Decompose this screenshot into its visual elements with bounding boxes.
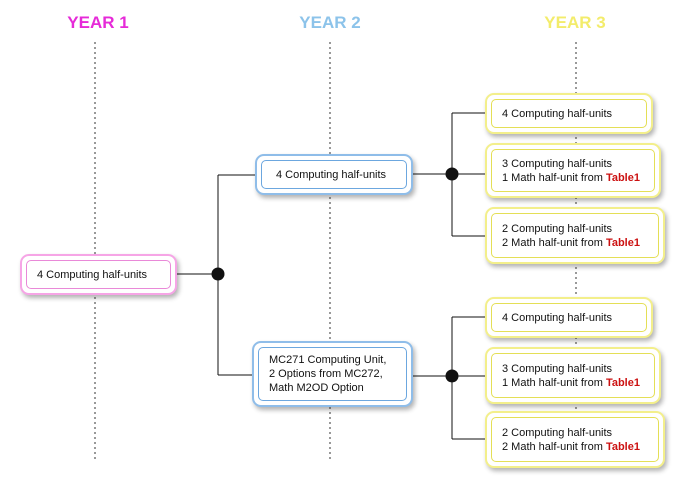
year-3-top-box-3: 2 Computing half-units 2 Math half-unit … — [485, 207, 665, 264]
year-3-bottom-box-3: 2 Computing half-units 2 Math half-unit … — [485, 411, 665, 468]
year-3-bottom-box-2-table-ref: Table1 — [605, 376, 640, 389]
year-2-top-box: 4 Computing half-units — [255, 154, 413, 195]
year-1-header: YEAR 1 — [67, 13, 129, 32]
year-3-header: YEAR 3 — [544, 13, 606, 32]
year-3-bottom-box-2-line-2: 1 Math half-unit from Table1 — [502, 376, 644, 390]
year-3-bottom-box-1-line-1: 4 Computing half-units — [502, 311, 613, 324]
year-2-top-box-line: 4 Computing half-units — [276, 168, 387, 181]
year-3-top-box-1: 4 Computing half-units — [485, 93, 653, 134]
year-1-box-line: 4 Computing half-units — [37, 268, 148, 281]
year-3-bottom-box-1: 4 Computing half-units — [485, 297, 653, 338]
year-3-bottom-box-3-table-ref: Table1 — [605, 440, 640, 453]
year-3-top-box-2-table-ref: Table1 — [605, 171, 640, 184]
year-2-bottom-box: MC271 Computing Unit, 2 Options from MC2… — [252, 341, 413, 407]
year-3-bottom-box-3-line-1: 2 Computing half-units — [502, 426, 613, 439]
year-3-top-box-3-line-2-text: 2 Math half-unit from — [502, 236, 606, 249]
year-3-bottom-box-2-line-1: 3 Computing half-units — [502, 362, 613, 375]
year-2-bottom-box-line-2: 2 Options from MC272, — [269, 368, 383, 380]
year-3-top-box-1-line-1: 4 Computing half-units — [502, 107, 613, 120]
year-3-top-box-3-line-2: 2 Math half-unit from Table1 — [502, 236, 648, 250]
year-1-box: 4 Computing half-units — [20, 254, 177, 295]
junction-dot-y2-top — [445, 167, 459, 181]
year-3-top-box-2: 3 Computing half-units 1 Math half-unit … — [485, 143, 661, 198]
junction-dot-y2-bottom — [445, 369, 459, 383]
year-3-top-box-2-line-2-text: 1 Math half-unit from — [502, 171, 606, 184]
year-3-top-box-2-line-1: 3 Computing half-units — [502, 157, 613, 170]
year-3-bottom-box-3-line-2: 2 Math half-unit from Table1 — [502, 440, 648, 454]
year-3-bottom-box-2: 3 Computing half-units 1 Math half-unit … — [485, 347, 661, 404]
year-2-bottom-box-line-1: MC271 Computing Unit, — [269, 354, 387, 366]
year-3-top-box-3-line-1: 2 Computing half-units — [502, 222, 613, 235]
year-3-bottom-box-2-line-2-text: 1 Math half-unit from — [502, 376, 606, 389]
year-3-bottom-box-3-line-2-text: 2 Math half-unit from — [502, 440, 606, 453]
year-3-top-box-3-table-ref: Table1 — [605, 236, 640, 249]
year-2-bottom-box-line-3: Math M2OD Option — [269, 382, 364, 394]
junction-dot-y1 — [211, 267, 225, 281]
year-2-header: YEAR 2 — [299, 13, 361, 32]
year-3-top-box-2-line-2: 1 Math half-unit from Table1 — [502, 171, 644, 185]
